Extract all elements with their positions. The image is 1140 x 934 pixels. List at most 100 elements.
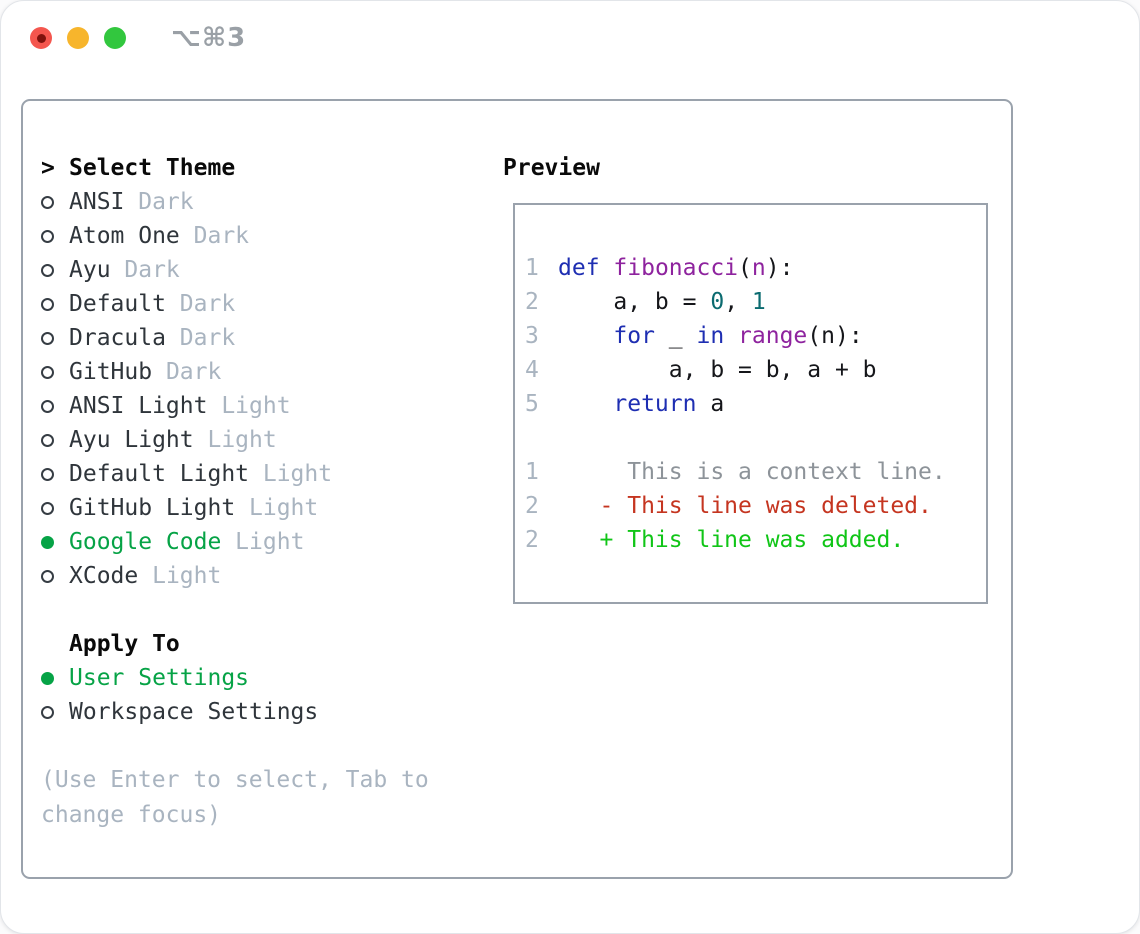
- diff-block: 1 This is a context line.2 - This line w…: [525, 455, 986, 557]
- theme-option[interactable]: Default Light Light: [41, 457, 461, 491]
- theme-name: Atom One: [69, 223, 180, 249]
- marker-cell: [41, 263, 69, 277]
- code-token: a: [696, 391, 725, 417]
- select-theme-header-row: > Select Theme: [41, 151, 461, 185]
- code-token: for: [613, 323, 655, 349]
- record-dot-icon: [36, 33, 46, 43]
- theme-name: Ayu Light: [69, 427, 194, 453]
- marker-cell: [41, 229, 69, 243]
- marker-cell: [41, 501, 69, 515]
- theme-variant: Light: [221, 529, 305, 555]
- code-text: a, b = b, a + b: [558, 357, 877, 383]
- theme-option[interactable]: Atom One Dark: [41, 219, 461, 253]
- code-line: 4 a, b = b, a + b: [525, 353, 986, 387]
- apply-to-header-row: Apply To: [41, 627, 461, 661]
- marker-cell: [41, 569, 69, 583]
- close-button[interactable]: [30, 27, 52, 49]
- preview-header: Preview: [503, 155, 600, 181]
- theme-variant: Light: [138, 563, 222, 589]
- minimize-button[interactable]: [67, 27, 89, 49]
- window-title: ⌥⌘3: [171, 23, 247, 53]
- theme-name: Google Code: [69, 529, 222, 555]
- code-line: 2 a, b = 0, 1: [525, 285, 986, 319]
- theme-variant: Light: [249, 461, 333, 487]
- marker-cell: [41, 195, 69, 209]
- code-text: def fibonacci(n):: [558, 255, 793, 281]
- radio-icon: [41, 331, 54, 345]
- apply-to-option[interactable]: Workspace Settings: [41, 695, 461, 729]
- marker-cell: [41, 365, 69, 379]
- radio-icon: [41, 433, 54, 447]
- marker-cell: [41, 297, 69, 311]
- theme-variant: Light: [235, 495, 319, 521]
- theme-name: ANSI Light: [69, 393, 208, 419]
- theme-name: Default Light: [69, 461, 250, 487]
- code-token: return: [613, 391, 697, 417]
- theme-option[interactable]: XCode Light: [41, 559, 461, 593]
- titlebar: ⌥⌘3: [1, 1, 1139, 75]
- code-token: ,: [724, 289, 752, 315]
- line-number: 2: [525, 493, 539, 519]
- marker-cell: [41, 671, 69, 685]
- radio-selected-icon: [41, 671, 54, 685]
- marker-cell: [41, 331, 69, 345]
- radio-icon: [41, 569, 54, 583]
- theme-variant: Dark: [179, 223, 250, 249]
- marker-cell: [41, 433, 69, 447]
- radio-icon: [41, 399, 54, 413]
- diff-line-context: 1 This is a context line.: [525, 455, 986, 489]
- theme-option[interactable]: Default Dark: [41, 287, 461, 321]
- zoom-button[interactable]: [104, 27, 126, 49]
- line-number: 5: [525, 391, 539, 417]
- line-number: 1: [525, 255, 539, 281]
- diff-text: + This line was added.: [558, 527, 905, 553]
- apply-to-label: User Settings: [69, 665, 250, 691]
- code-token: fibonacci: [613, 255, 739, 281]
- theme-variant: Light: [207, 393, 291, 419]
- code-token: ):: [765, 255, 794, 281]
- code-text: a, b = 0, 1: [558, 289, 766, 315]
- code-line: 1 def fibonacci(n):: [525, 251, 986, 285]
- code-token: def: [558, 255, 600, 281]
- theme-option[interactable]: Ayu Dark: [41, 253, 461, 287]
- spacer: [41, 593, 461, 627]
- radio-icon: [41, 195, 54, 209]
- theme-variant: Dark: [165, 325, 236, 351]
- theme-name: ANSI: [69, 189, 125, 215]
- radio-icon: [41, 501, 54, 515]
- spacer: [525, 421, 986, 455]
- code-token: (n):: [807, 323, 863, 349]
- radio-icon: [41, 705, 54, 719]
- diff-text: This is a context line.: [558, 459, 946, 485]
- apply-to-option[interactable]: User Settings: [41, 661, 461, 695]
- code-token: [558, 391, 613, 417]
- theme-option[interactable]: Dracula Dark: [41, 321, 461, 355]
- theme-option[interactable]: GitHub Dark: [41, 355, 461, 389]
- marker-cell: [41, 399, 69, 413]
- code-token: (: [738, 255, 752, 281]
- code-line: 3 for _ in range(n):: [525, 319, 986, 353]
- help-text: (Use Enter to select, Tab to change focu…: [41, 767, 429, 828]
- code-token: a, b = b, a + b: [558, 357, 877, 383]
- marker-cell: [41, 535, 69, 549]
- code-token: _: [654, 323, 697, 349]
- code-token: [724, 323, 738, 349]
- theme-option[interactable]: Google Code Light: [41, 525, 461, 559]
- code-token: 1: [751, 289, 766, 315]
- spacer: [41, 729, 461, 763]
- code-text: for _ in range(n):: [558, 323, 863, 349]
- theme-option[interactable]: Ayu Light Light: [41, 423, 461, 457]
- theme-name: GitHub Light: [69, 495, 236, 521]
- radio-icon: [41, 467, 54, 481]
- theme-option[interactable]: ANSI Dark: [41, 185, 461, 219]
- code-token: n: [751, 255, 766, 281]
- code-text: return a: [558, 391, 724, 417]
- theme-option[interactable]: GitHub Light Light: [41, 491, 461, 525]
- theme-option[interactable]: ANSI Light Light: [41, 389, 461, 423]
- diff-line-deleted: 2 - This line was deleted.: [525, 489, 986, 523]
- line-number: 2: [525, 527, 539, 553]
